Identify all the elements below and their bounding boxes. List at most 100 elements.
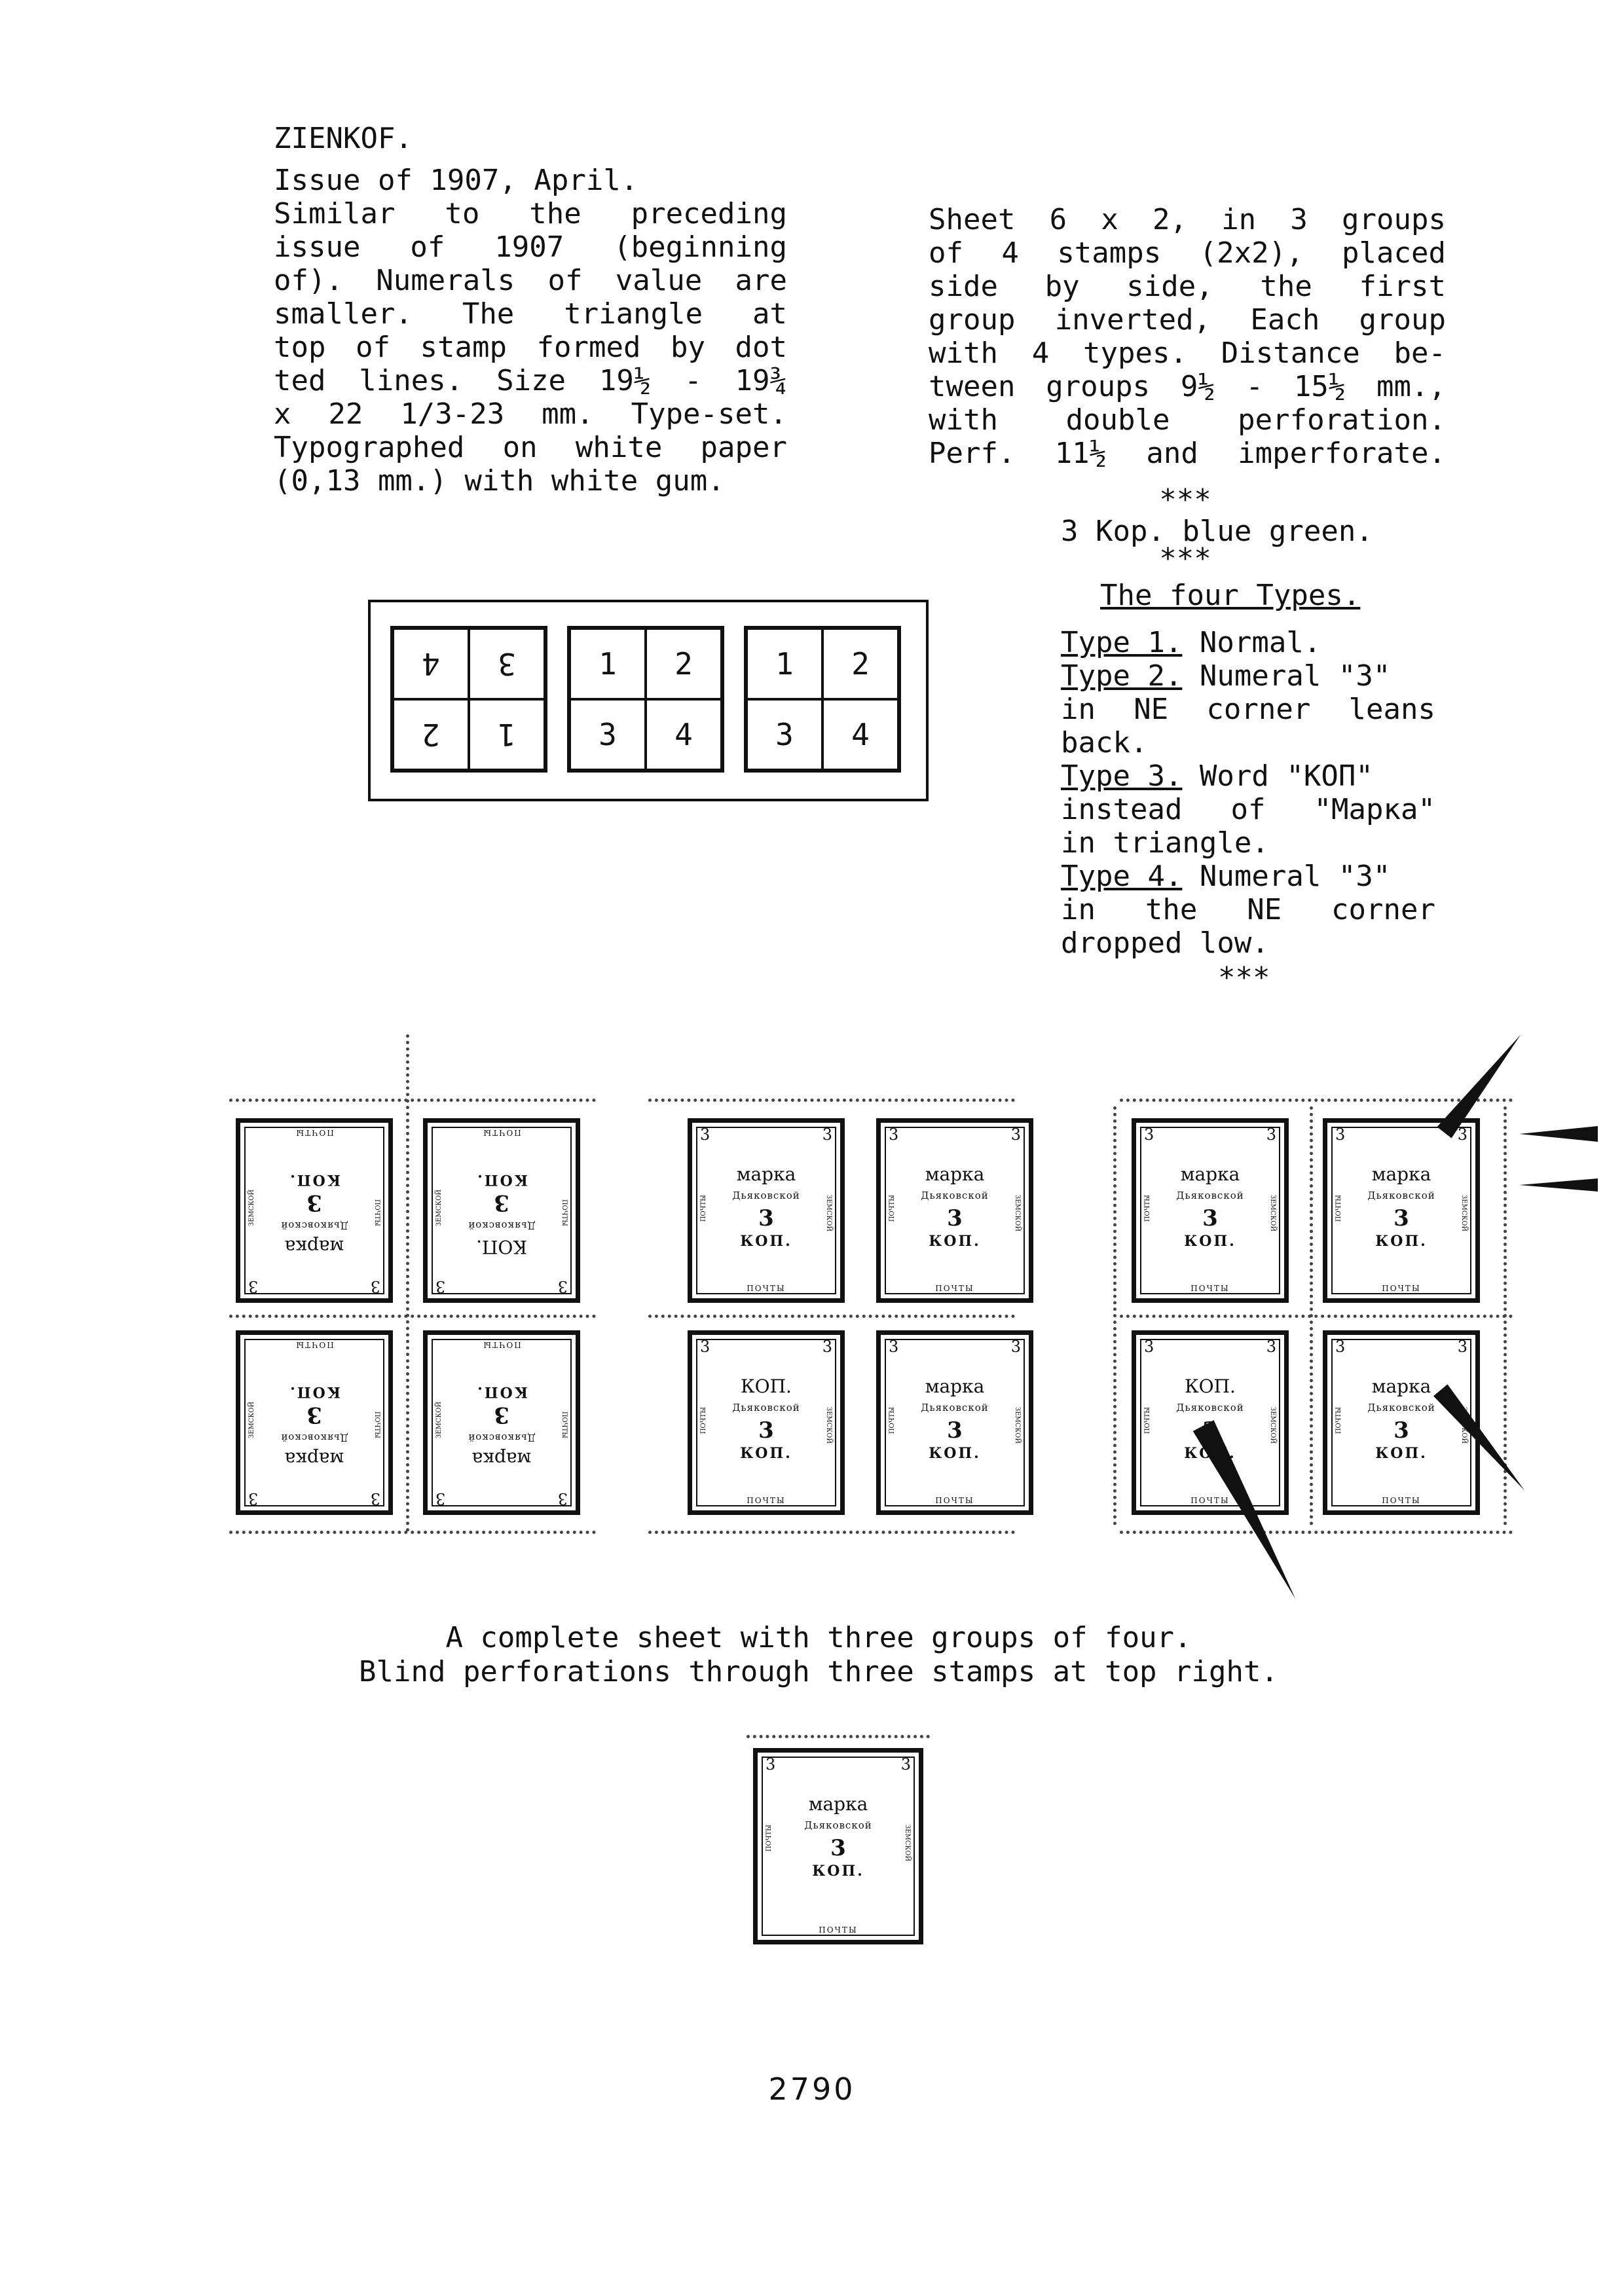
types-list: Type 1. Normal.Type 2. Numeral "3"in NE … (1061, 626, 1435, 960)
stamp-value: 3 (947, 1417, 963, 1444)
stamp-kop: КОП. (475, 1171, 528, 1188)
stamp-side-right: ЗЕМСКОЙ (435, 1189, 443, 1226)
right-col-line: tween groups 9½ - 15½ mm., (929, 370, 1446, 403)
stamp-side-left: ПОЧТЫ (1335, 1407, 1342, 1434)
stamp-word: марка (736, 1163, 796, 1185)
stamp-side-right: ЗЕМСКОЙ (1014, 1407, 1021, 1444)
stamp-value: 3 (1202, 1417, 1218, 1444)
stamp-numeral-ne: 3 (248, 1277, 259, 1296)
stamp-side-left: ПОЧТЫ (1335, 1195, 1342, 1222)
stamp-inner-frame (696, 1339, 836, 1506)
stamp-side-left: ПОЧТЫ (561, 1411, 568, 1438)
stamp-arc-text: Дьяковской (921, 1190, 989, 1201)
type-text: Numeral "3" (1182, 860, 1391, 893)
stamp-value: 3 (306, 1402, 322, 1428)
stamp-arc-text: Дьяковской (732, 1402, 800, 1413)
stamp-value: 3 (494, 1190, 509, 1216)
stamp-numeral-nw: 3 (700, 1338, 710, 1356)
stamp-bottom-text: ПОЧТЫ (1382, 1284, 1421, 1293)
stamp-arc-text: Дьяковской (280, 1220, 348, 1231)
stamp-word: марка (284, 1236, 344, 1258)
perforation-line-vertical (1504, 1106, 1507, 1525)
stamp-arc-text: Дьяковской (1367, 1190, 1435, 1201)
heading: ZIENKOF. (274, 122, 413, 155)
stamp-bottom-text: ПОЧТЫ (1190, 1496, 1230, 1505)
stamp-bottom-text: ПОЧТЫ (747, 1496, 786, 1505)
type-label: Type 3. (1061, 759, 1183, 793)
stamp-word: марка (808, 1793, 868, 1815)
arrow-icon (1519, 1178, 1598, 1192)
stamp-numeral-ne: 3 (822, 1125, 832, 1144)
type-label: Type 4. (1061, 860, 1183, 893)
type-line: Type 4. Numeral "3" (1061, 860, 1435, 893)
stamp-numeral-nw: 3 (1335, 1125, 1346, 1144)
right-col-line: group inverted, Each group (929, 303, 1446, 337)
layout-cell: 1 (747, 629, 822, 699)
type-line: Type 3. Word "КОП" (1061, 759, 1435, 793)
stamp-numeral-ne: 3 (1457, 1125, 1467, 1144)
perforation-line-vertical (406, 1034, 409, 1532)
stamp-numeral-ne: 3 (900, 1755, 911, 1774)
stamp-side-right: ЗЕМСКОЙ (248, 1189, 255, 1226)
stamp-numeral-ne: 3 (1010, 1338, 1021, 1356)
right-col-line: of 4 stamps (2x2), placed (929, 236, 1446, 270)
stamp-arc-text: Дьяковской (1367, 1402, 1435, 1413)
layout-cell: 4 (393, 629, 469, 699)
perforation-line (648, 1315, 1015, 1318)
type-text: in the NE corner (1061, 893, 1435, 926)
stamp-side-left: ПОЧТЫ (889, 1407, 896, 1434)
stamp-side-right: ЗЕМСКОЙ (1460, 1195, 1467, 1232)
stamp-numeral-ne: 3 (248, 1489, 259, 1508)
stamp-numeral-nw: 3 (889, 1125, 899, 1144)
type-text: back. (1061, 726, 1148, 759)
stamp-side-right: ЗЕМСКОЙ (1460, 1407, 1467, 1444)
type-text: Normal. (1182, 626, 1321, 659)
stamp-numeral-nw: 3 (700, 1125, 710, 1144)
stamp-numeral-nw: 3 (557, 1277, 568, 1296)
stamp-word: марка (925, 1376, 985, 1397)
layout-cell: 3 (747, 699, 822, 770)
stamp-side-left: ПОЧТЫ (889, 1195, 896, 1222)
stamp-numeral-nw: 3 (1335, 1338, 1346, 1356)
type-text: in triangle. (1061, 826, 1269, 860)
stamp-arc-text: Дьяковской (804, 1819, 872, 1831)
stamp-numeral-nw: 3 (557, 1489, 568, 1508)
stamp-value: 3 (1393, 1417, 1409, 1444)
stamp-numeral-ne: 3 (822, 1338, 832, 1356)
stamp-word: марка (471, 1448, 532, 1470)
type-text: instead of "Марка" (1061, 793, 1435, 826)
types-heading: The four Types. (1100, 579, 1361, 612)
stamp-kop: КОП. (475, 1383, 528, 1400)
type-text: Numeral "3" (1182, 659, 1391, 693)
stamp-side-left: ПОЧТЫ (373, 1411, 380, 1438)
stamp-value: 3 (758, 1205, 774, 1231)
stamp-side-right: ЗЕМСКОЙ (435, 1401, 443, 1438)
stamp-arc-text: Дьяковской (280, 1432, 348, 1444)
perforation-line (229, 1099, 596, 1102)
type-line: in triangle. (1061, 826, 1435, 860)
stamp-inner-frame (885, 1339, 1025, 1506)
layout-cell: 2 (393, 699, 469, 770)
type-line: in NE corner leans (1061, 693, 1435, 726)
stamp-word: марка (1371, 1376, 1431, 1397)
stamp-bottom-text: ПОЧТЫ (819, 1925, 858, 1935)
stamp-kop: КОП. (1375, 1445, 1428, 1462)
stamp-numeral-ne: 3 (1266, 1338, 1276, 1356)
separator-2: *** (1159, 542, 1211, 575)
stamp-arc-text: Дьяковской (468, 1432, 536, 1444)
left-col-line: (0,13 mm.) with white gum. (274, 464, 725, 498)
stamp-word: КОП. (1185, 1376, 1236, 1397)
stamp-side-left: ПОЧТЫ (1144, 1407, 1151, 1434)
perforation-line-vertical (1113, 1106, 1116, 1525)
type-label: Type 2. (1061, 659, 1183, 693)
stamp-bottom-text: ПОЧТЫ (935, 1496, 974, 1505)
left-col-line: Issue of 1907, April. (274, 164, 638, 197)
